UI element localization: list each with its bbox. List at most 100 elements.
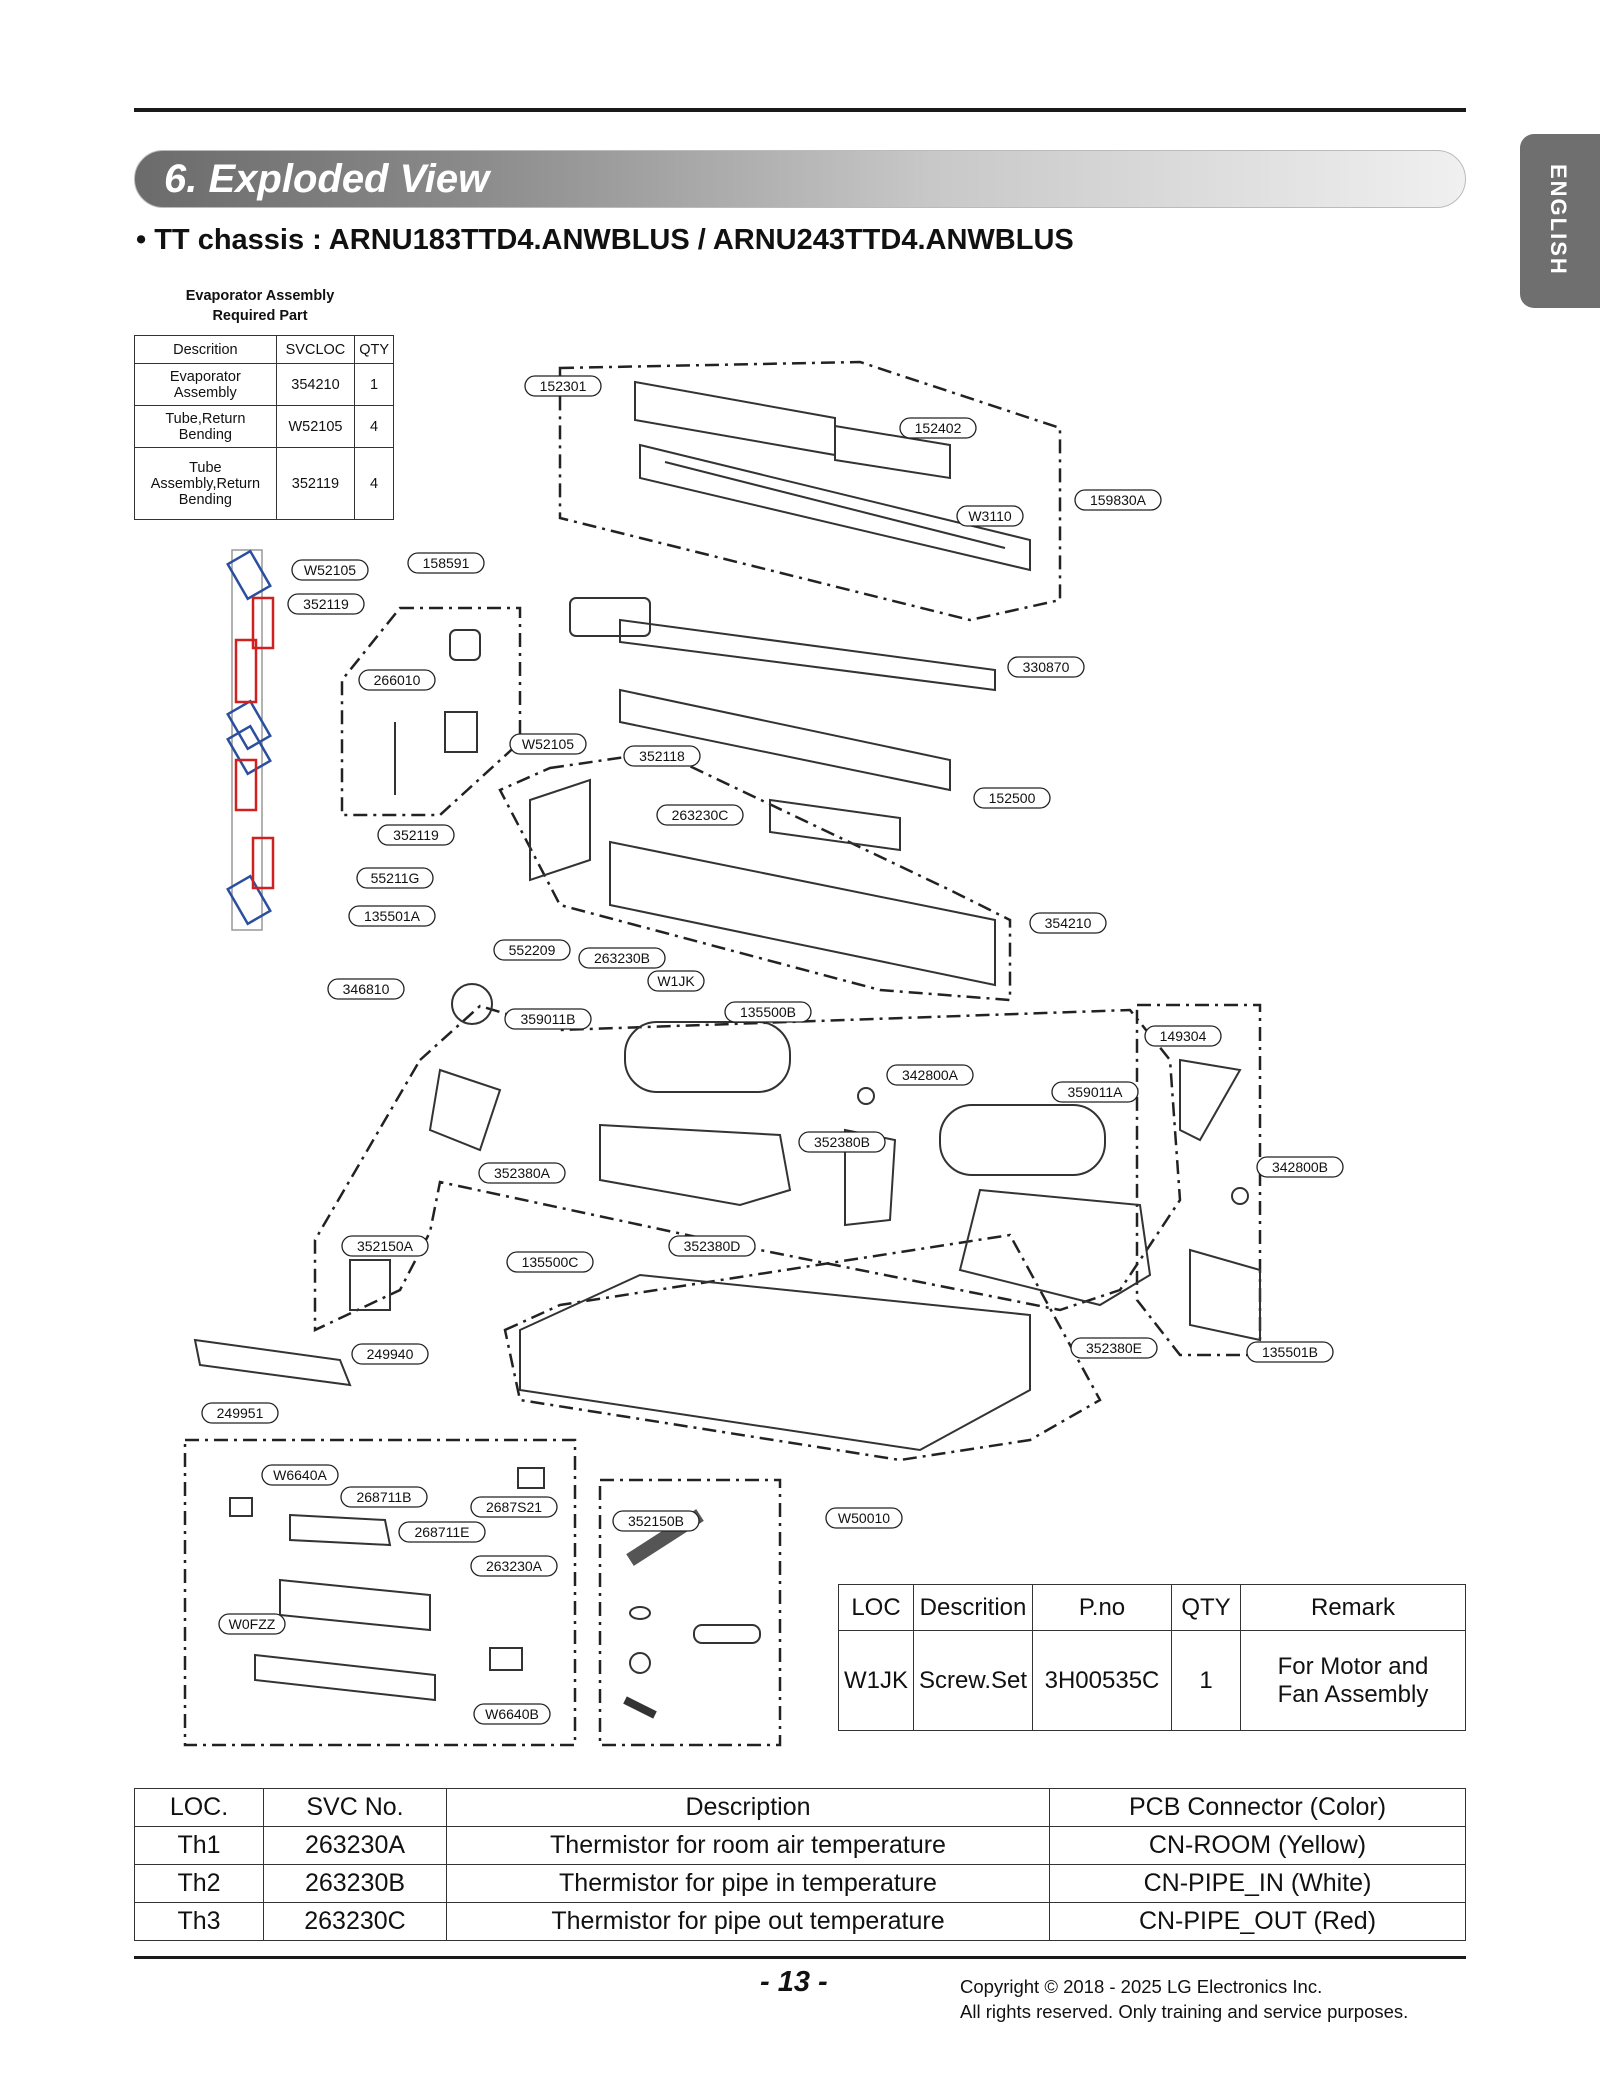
callout-text: 158591 — [423, 555, 470, 571]
callout-text: 330870 — [1023, 659, 1070, 675]
callout-oval — [504, 1008, 592, 1030]
callout-text: 352118 — [639, 748, 685, 764]
part-callout-352380a: 352380A — [478, 1162, 566, 1184]
callout-text: 152301 — [540, 378, 587, 394]
table-cell: 1 — [1171, 1630, 1241, 1731]
control-cover — [569, 597, 651, 637]
part-callout-w50010: W50010 — [825, 1507, 903, 1529]
callout-oval — [612, 1510, 700, 1532]
callout-oval — [647, 970, 705, 992]
part-callout-w6640b: W6640B — [473, 1703, 551, 1725]
callout-text: 342800A — [902, 1067, 959, 1083]
header-cell: LOC. — [134, 1788, 264, 1827]
part-callout-55211g: 55211G — [356, 867, 434, 889]
part-callouts: 152301152402W3110159830A158591W521053521… — [201, 375, 1344, 1725]
part-callout-w3110: W3110 — [956, 505, 1024, 527]
part-callout-352380d: 352380D — [668, 1235, 756, 1257]
evaporator-coil — [609, 840, 996, 987]
callout-oval — [470, 1496, 558, 1518]
callout-text: W52105 — [522, 736, 574, 752]
callout-text: 2687S21 — [486, 1499, 542, 1515]
callout-oval — [218, 1613, 286, 1635]
table-cell: 1 — [354, 363, 394, 406]
part-callout-352380e: 352380E — [1070, 1337, 1158, 1359]
tube-marker-red — [251, 836, 275, 890]
copyright-line2: All rights reserved. Only training and s… — [960, 2001, 1409, 2022]
noise-filter — [489, 1647, 523, 1671]
header-cell: SVCLOC — [275, 335, 356, 364]
callout-text: 266010 — [374, 672, 421, 688]
part-callout-342800b: 342800B — [1256, 1156, 1344, 1178]
callout-oval — [356, 867, 434, 889]
callout-oval — [506, 1251, 594, 1273]
table-cell: Screw.Set — [913, 1630, 1033, 1731]
callout-text: 342800B — [1272, 1159, 1328, 1175]
group-outline-fan — [313, 1004, 1182, 1332]
part-callout-263230c: 263230C — [656, 804, 744, 826]
evaporator-table: Descrition SVCLOC QTY Evaporator Assembl… — [134, 335, 394, 520]
callout-oval — [656, 804, 744, 826]
callout-text: W6640B — [485, 1706, 539, 1722]
callout-text: 359011B — [520, 1011, 575, 1027]
group-outline-chassis — [503, 1233, 1102, 1462]
top-rule — [134, 108, 1466, 112]
callout-oval — [287, 593, 365, 615]
drain-pump — [449, 629, 481, 661]
table-cell: Th3 — [134, 1902, 264, 1941]
group-outline-hose — [598, 1478, 782, 1747]
exploded-view-diagram — [183, 360, 1262, 1747]
screw — [623, 1696, 657, 1719]
part-callout-135501a: 135501A — [348, 905, 436, 927]
callout-text: 159830A — [1090, 492, 1147, 508]
callout-text: 352380E — [1086, 1340, 1142, 1356]
header-cell: P.no — [1032, 1584, 1172, 1631]
evaporator-table-caption: Evaporator Assembly Required Part — [170, 286, 350, 326]
callout-text: 263230A — [486, 1558, 543, 1574]
callout-oval — [509, 733, 587, 755]
table-cell: Tube Assembly,Return Bending — [134, 447, 277, 520]
callout-text: 249940 — [367, 1346, 414, 1362]
language-tab[interactable] — [1520, 134, 1600, 308]
table-cell: Th2 — [134, 1864, 264, 1903]
header-cell: LOC — [838, 1584, 914, 1631]
callout-text: 352380B — [814, 1134, 870, 1150]
part-callout-263230b: 263230B — [578, 947, 666, 969]
part-callout-359011b: 359011B — [504, 1008, 592, 1030]
insulation — [693, 1624, 761, 1644]
display-pcb — [517, 1467, 545, 1489]
tube-marker-blue — [226, 874, 272, 926]
callout-oval — [1256, 1156, 1344, 1178]
callout-text: 268711E — [414, 1524, 469, 1540]
callout-text: 263230B — [594, 950, 650, 966]
copyright: Copyright © 2018 - 2025 LG Electronics I… — [960, 1974, 1408, 2024]
tube-marker-red — [234, 638, 258, 704]
caption-line1: Evaporator Assembly — [185, 288, 335, 304]
callout-text: 135501B — [1262, 1344, 1318, 1360]
callout-text: 352119 — [303, 596, 349, 612]
callout-text: 359011A — [1067, 1084, 1123, 1100]
callout-oval — [724, 1001, 812, 1023]
header-cell: QTY — [354, 335, 394, 364]
callout-oval — [493, 939, 571, 961]
table-cell: CN-PIPE_OUT (Red) — [1049, 1902, 1466, 1941]
callout-oval — [1144, 1025, 1222, 1047]
bearing-b — [1231, 1187, 1249, 1205]
callout-oval — [398, 1521, 486, 1543]
callout-text: W6640A — [273, 1467, 327, 1483]
table-cell: 354210 — [275, 363, 356, 406]
callout-text: 352119 — [393, 827, 439, 843]
part-callout-346810: 346810 — [327, 978, 405, 1000]
thermistor-table: LOC. SVC No. Description PCB Connector (… — [134, 1788, 1466, 1941]
callout-text: 152402 — [915, 420, 962, 436]
part-callout-w52105: W52105 — [291, 559, 369, 581]
support-bar — [619, 618, 996, 692]
part-callout-263230a: 263230A — [470, 1555, 558, 1577]
header-cell: SVC No. — [263, 1788, 447, 1827]
hose-clamp — [629, 1652, 651, 1674]
bottom-rule — [134, 1956, 1466, 1959]
part-callout-342800a: 342800A — [886, 1064, 974, 1086]
callout-oval — [473, 1703, 551, 1725]
section-banner — [134, 150, 1466, 208]
table-cell: Thermistor for pipe out temperature — [446, 1902, 1050, 1941]
bearing-a — [857, 1087, 875, 1105]
